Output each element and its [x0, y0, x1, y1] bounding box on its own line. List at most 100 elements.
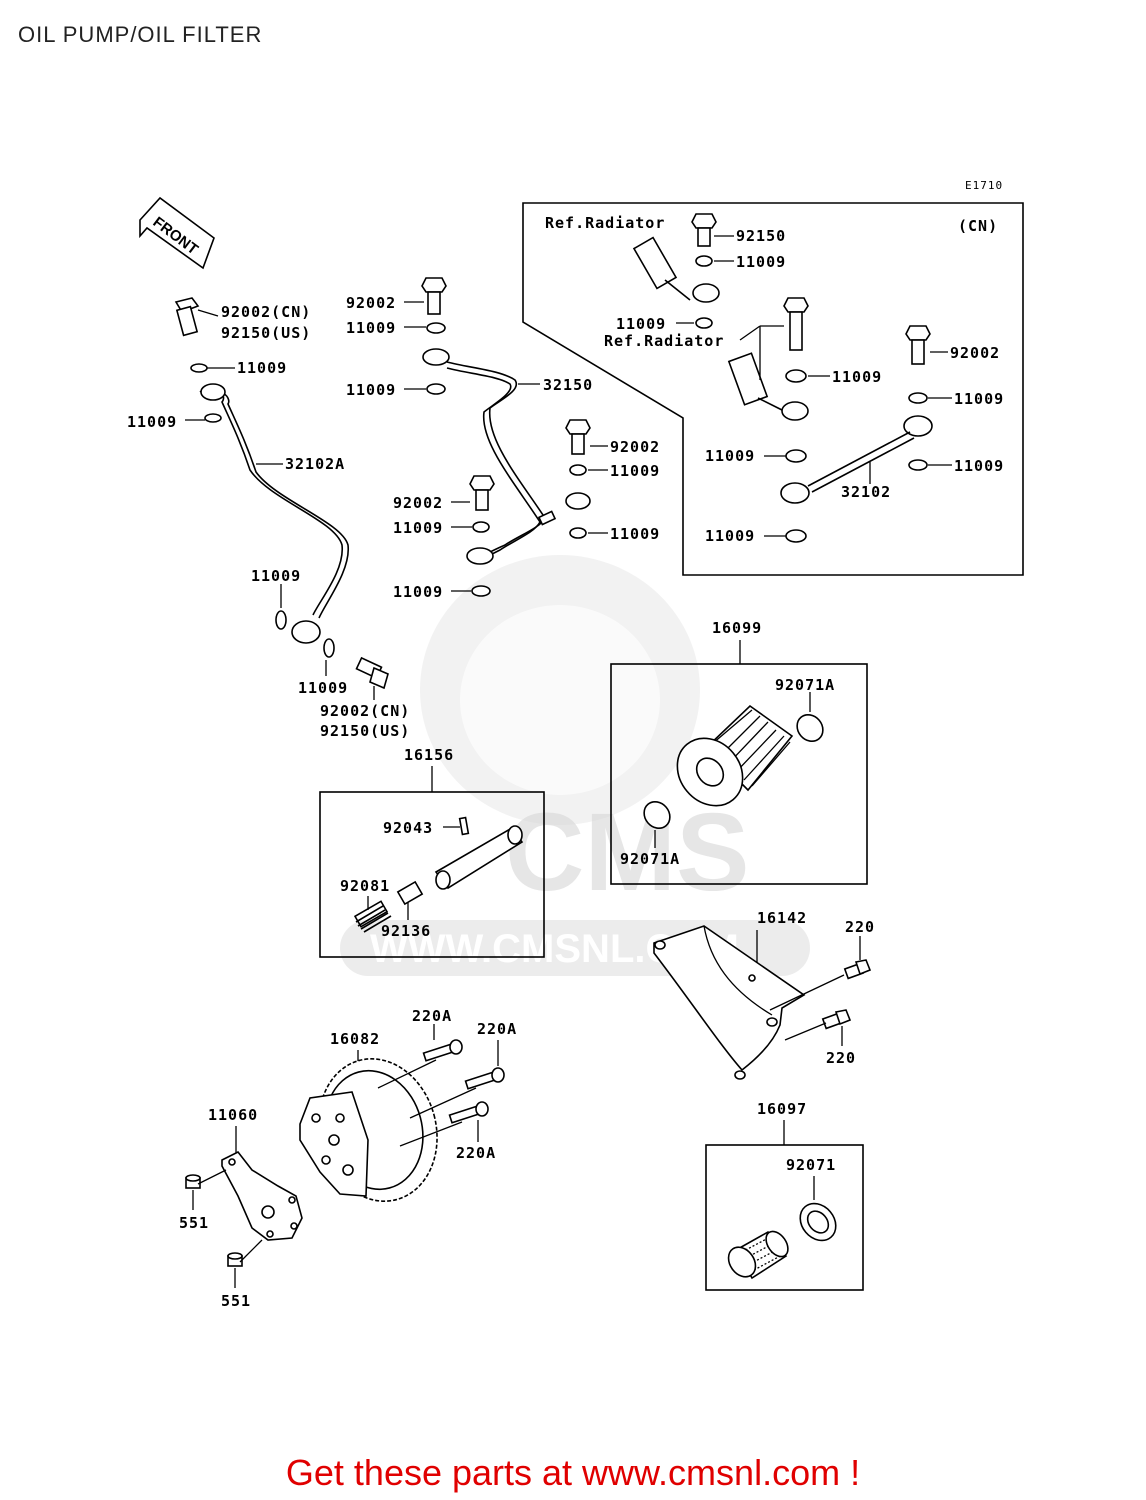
bolt-icon	[421, 277, 447, 315]
banjo-fitting-icon	[565, 492, 591, 510]
oil-filter-icon	[676, 704, 794, 807]
radiator-hose-fitting-icon	[727, 352, 809, 421]
callout-551: 551	[179, 1214, 209, 1232]
washer-icon	[190, 363, 208, 373]
bolt-icon	[905, 325, 931, 365]
pump-shaft-icon	[434, 825, 524, 890]
washer-icon	[275, 610, 287, 630]
callout-11009: 11009	[127, 413, 177, 431]
callout-92071a: 92071A	[620, 850, 680, 868]
callout-92150: 92150	[736, 227, 786, 245]
callout-11060: 11060	[208, 1106, 258, 1124]
banjo-fitting-icon	[200, 383, 226, 401]
washer-icon	[785, 449, 807, 463]
radiator-hose-fitting-icon	[632, 236, 720, 303]
callout-11009: 11009	[705, 447, 755, 465]
callout-220: 220	[845, 918, 875, 936]
dowel-pin-icon	[227, 1252, 243, 1267]
dowel-pin-icon	[185, 1174, 201, 1189]
collar-icon	[396, 880, 424, 906]
washer-icon	[204, 413, 222, 423]
callout-11009: 11009	[393, 519, 443, 537]
ref-radiator-label-2: Ref.Radiator	[604, 332, 724, 350]
callout-11009: 11009	[736, 253, 786, 271]
callout-92071: 92071	[786, 1156, 836, 1174]
callout-11009: 11009	[346, 319, 396, 337]
callout-220a: 220A	[477, 1020, 517, 1038]
washer-icon	[908, 459, 928, 471]
washer-icon	[695, 317, 713, 329]
banjo-fitting-icon	[291, 620, 321, 644]
washer-icon	[323, 638, 335, 658]
o-ring-icon	[643, 800, 671, 830]
callout-92071a: 92071A	[775, 676, 835, 694]
callout-92150us: 92150(US)	[221, 324, 311, 342]
washer-icon	[569, 464, 587, 476]
callout-11009: 11009	[251, 567, 301, 585]
pipe-32102a-icon	[199, 386, 343, 616]
banjo-fitting-icon	[466, 547, 494, 565]
pipe-32150-icon	[446, 361, 546, 556]
callout-11009: 11009	[237, 359, 287, 377]
callout-11009: 11009	[954, 390, 1004, 408]
promo-footer-link[interactable]: Get these parts at www.cmsnl.com !	[285, 1452, 861, 1493]
callout-32102: 32102	[841, 483, 891, 501]
callout-92002: 92002	[950, 344, 1000, 362]
callout-32102a: 32102A	[285, 455, 345, 473]
bolt-icon	[821, 1009, 852, 1030]
callout-11009: 11009	[616, 315, 666, 333]
oil-filter-box	[610, 663, 868, 885]
callout-92002cn: 92002(CN)	[221, 303, 311, 321]
callout-11009: 11009	[393, 583, 443, 601]
bolt-icon	[843, 959, 872, 980]
callout-32150: 32150	[543, 376, 593, 394]
cn-variant-box	[522, 202, 1024, 576]
callout-92136: 92136	[381, 922, 431, 940]
oil-pump-body-icon	[299, 1091, 369, 1197]
bolt-icon	[464, 1067, 505, 1090]
bolt-icon	[783, 297, 809, 351]
bolt-icon	[422, 1039, 463, 1062]
callout-92002: 92002	[346, 294, 396, 312]
o-ring-icon	[796, 713, 824, 743]
bolt-icon	[565, 419, 591, 455]
diagram-code: E1710	[965, 179, 1003, 192]
strainer-box	[705, 1144, 864, 1291]
callout-551: 551	[221, 1292, 251, 1310]
ref-radiator-label-1: Ref.Radiator	[545, 214, 665, 232]
washer-icon	[471, 585, 491, 597]
callout-92081: 92081	[340, 877, 390, 895]
callout-16082: 16082	[330, 1030, 380, 1048]
callout-11009: 11009	[346, 381, 396, 399]
watermark-logo: CMS	[505, 791, 749, 914]
left-bolt-top-icon	[174, 297, 200, 337]
washer-icon	[785, 369, 807, 383]
left-bolt-bottom-icon	[355, 656, 389, 690]
washer-icon	[569, 527, 587, 539]
callout-11009: 11009	[832, 368, 882, 386]
banjo-fitting-icon	[422, 348, 450, 366]
washer-icon	[426, 383, 446, 395]
pump-cover-icon	[653, 925, 806, 1080]
callout-92002: 92002	[393, 494, 443, 512]
pin-icon	[458, 816, 470, 836]
callout-92043: 92043	[383, 819, 433, 837]
callout-16156: 16156	[404, 746, 454, 764]
banjo-fitting-icon	[903, 415, 933, 437]
callout-11009: 11009	[954, 457, 1004, 475]
washer-icon	[472, 521, 490, 533]
bolt-icon	[691, 213, 717, 247]
callout-220a: 220A	[412, 1007, 452, 1025]
washer-icon	[426, 322, 446, 334]
cn-tag: (CN)	[958, 217, 998, 235]
callout-16099: 16099	[712, 619, 762, 637]
callout-16097: 16097	[757, 1100, 807, 1118]
callout-11009: 11009	[610, 462, 660, 480]
banjo-fitting-icon	[780, 482, 810, 504]
pipe-32102-icon	[807, 431, 911, 487]
callout-220: 220	[826, 1049, 856, 1067]
washer-icon	[695, 255, 713, 267]
washer-icon	[908, 392, 928, 404]
front-arrow-icon: FRONT	[139, 196, 215, 270]
